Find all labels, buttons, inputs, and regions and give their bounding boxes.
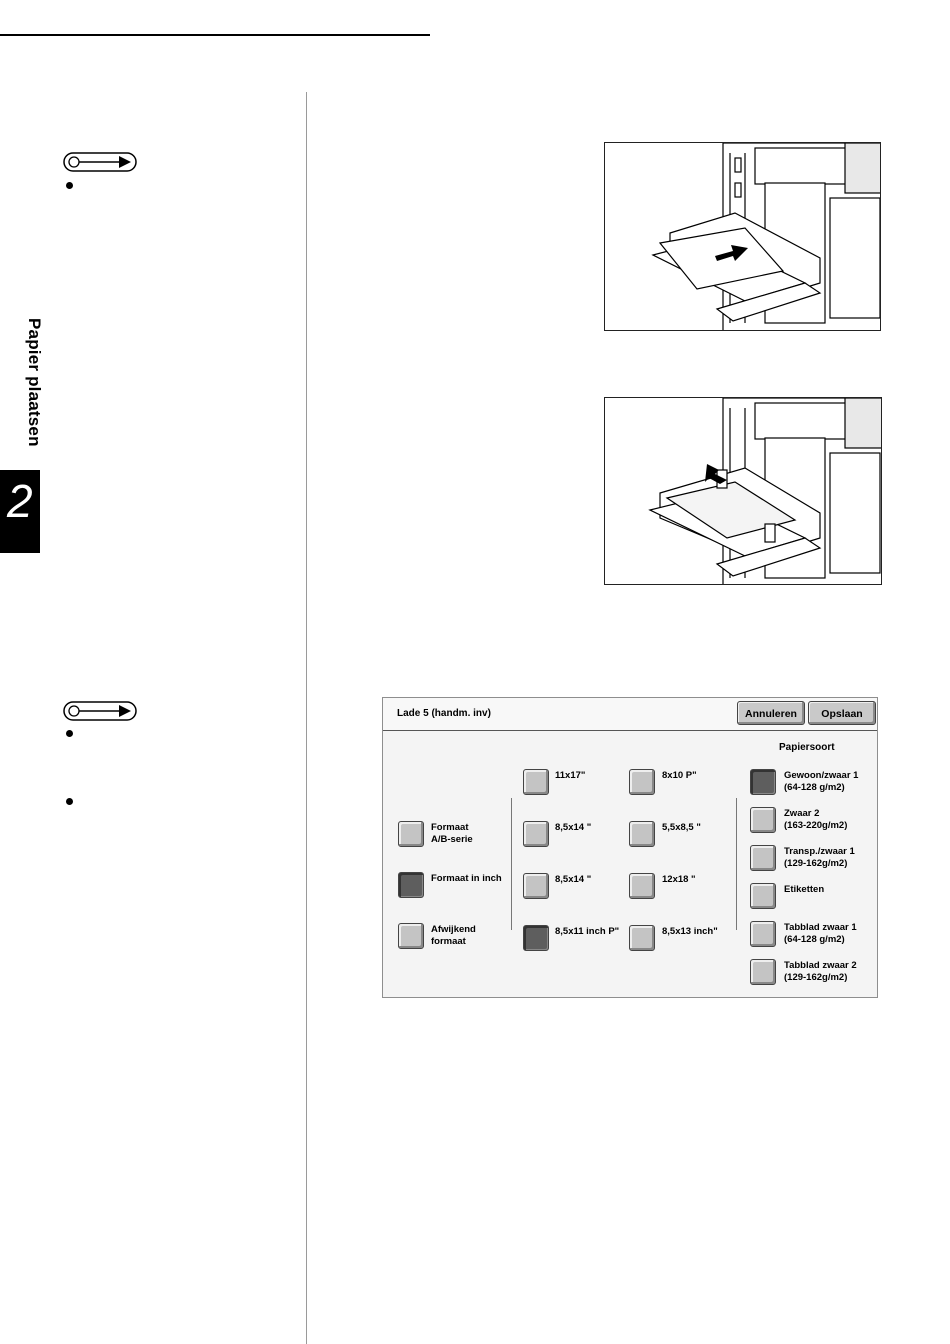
paper-type-label: Zwaar 2(163-220g/m2) [784,808,848,831]
panel-header: Lade 5 (handm. inv) Annuleren Opslaan [383,698,877,731]
size-option-label: 12x18 " [662,874,696,885]
column-separator [736,798,737,930]
section-title: Papier plaatsen [25,318,44,447]
paper-type-label: Tabblad zwaar 1(64-128 g/m2) [784,922,857,945]
paper-type-label: Gewoon/zwaar 1(64-128 g/m2) [784,770,859,793]
top-rule [0,34,430,36]
column-divider [306,92,307,1344]
bullet-dot [66,798,73,805]
size-option-button[interactable] [523,769,549,795]
paper-guide-illustration [604,397,882,585]
size-option-label: 8,5x13 inch" [662,926,718,937]
paper-type-label: Etiketten [784,884,825,895]
panel-title: Lade 5 (handm. inv) [397,708,491,719]
size-option-label: 8,5x14 " [555,822,592,833]
section-tab: Papier plaatsen [22,318,44,458]
paper-type-heading: Papiersoort [779,742,835,753]
size-option-button[interactable] [629,925,655,951]
format-option-button[interactable] [398,821,424,847]
format-option-button[interactable] [398,872,424,898]
format-option-button[interactable] [398,923,424,949]
size-option-button[interactable] [523,925,549,951]
size-option-button[interactable] [629,769,655,795]
note-arrow-icon [63,701,137,721]
paper-type-button[interactable] [750,845,776,871]
size-option-label: 8x10 P" [662,770,697,781]
cancel-button[interactable]: Annuleren [737,701,805,725]
size-option-button[interactable] [523,821,549,847]
column-separator [511,798,512,930]
paper-type-button[interactable] [750,921,776,947]
paper-type-button[interactable] [750,883,776,909]
paper-type-button[interactable] [750,959,776,985]
paper-type-button[interactable] [750,807,776,833]
size-option-label: 8,5x14 " [555,874,592,885]
size-option-button[interactable] [523,873,549,899]
paper-tray-settings-panel: Lade 5 (handm. inv) Annuleren Opslaan Pa… [382,697,878,998]
bullet-dot [66,182,73,189]
paper-type-label: Tabblad zwaar 2(129-162g/m2) [784,960,857,983]
size-option-button[interactable] [629,821,655,847]
chapter-tab: 2 [0,470,40,553]
size-option-label: 5,5x8,5 " [662,822,701,833]
note-arrow-icon [63,152,137,172]
size-option-label: 8,5x11 inch P" [555,926,620,937]
bullet-dot [66,730,73,737]
save-button[interactable]: Opslaan [808,701,876,725]
chapter-number: 2 [7,475,33,527]
bypass-tray-loading-illustration [604,142,881,331]
format-option-label: Formaat in inch [431,873,502,884]
size-option-label: 11x17" [555,770,586,781]
paper-type-label: Transp./zwaar 1(129-162g/m2) [784,846,855,869]
size-option-button[interactable] [629,873,655,899]
paper-type-button[interactable] [750,769,776,795]
